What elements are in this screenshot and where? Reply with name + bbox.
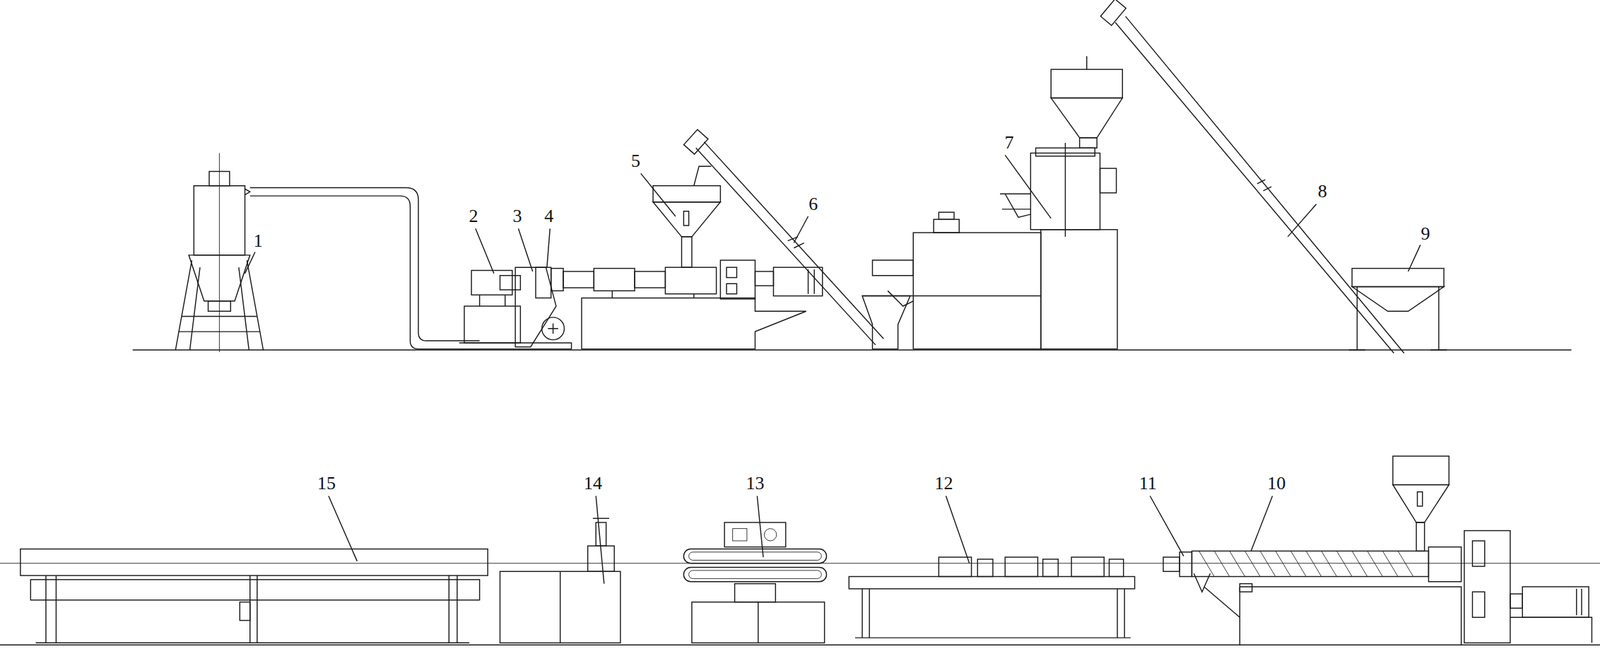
stacking-table: [20, 549, 488, 644]
callout-number: 3: [511, 207, 524, 226]
callout-number: 14: [582, 474, 604, 493]
drive-unit: [459, 267, 572, 349]
callout-number: 10: [1265, 474, 1287, 493]
callout-number: 4: [542, 207, 555, 226]
callout-number: 5: [629, 151, 642, 171]
screw-conveyor: [684, 129, 911, 349]
callout-number: 2: [467, 207, 480, 226]
callout-number: 1: [252, 231, 265, 251]
callout-number: 8: [1316, 182, 1329, 201]
callout-number: 6: [807, 195, 820, 214]
callout-number: 12: [933, 474, 955, 493]
feed-bin: [1349, 268, 1448, 350]
granulating-extruder: [551, 166, 823, 349]
callout-number: 15: [315, 474, 338, 493]
pipe-extruder: [1191, 455, 1592, 645]
inclined-conveyor: [1100, 0, 1404, 353]
haul-off: [683, 522, 827, 643]
leader-lines: [245, 154, 1421, 584]
mixer-unit: [862, 55, 1123, 349]
callout-number: 13: [744, 474, 766, 493]
vacuum-tank: [848, 556, 1135, 638]
cutter: [500, 518, 621, 643]
cyclone-silo: [175, 153, 263, 352]
callout-number: 9: [1419, 224, 1432, 244]
callout-number: 7: [1002, 133, 1015, 152]
callout-number: 11: [1137, 474, 1159, 493]
